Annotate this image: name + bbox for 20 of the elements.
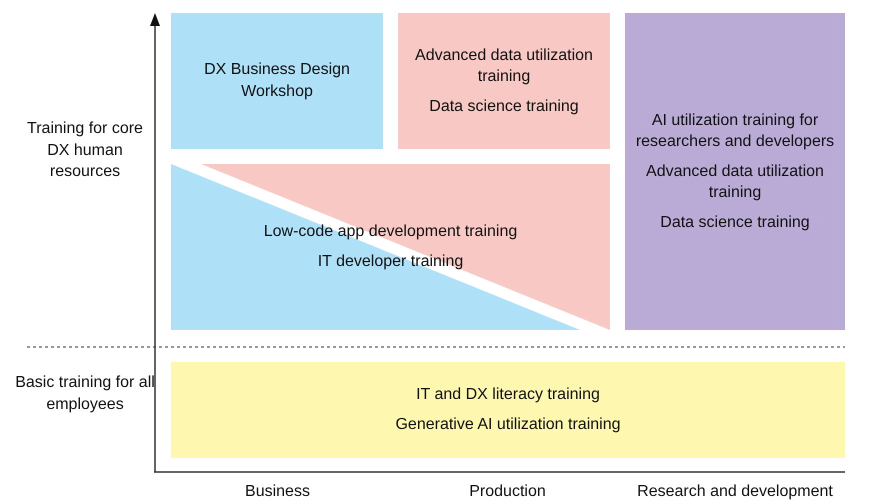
training-name: IT and DX literacy training (416, 385, 600, 406)
training-box (171, 362, 845, 458)
training-name: Advanced data utilization training (414, 46, 594, 88)
training-name: AI utilization training for researchers and developers (635, 110, 835, 152)
training-box (171, 13, 383, 149)
column-label: Research and development (636, 482, 834, 502)
training-name: IT developer training (318, 252, 464, 272)
training-name: Data science training (660, 212, 810, 233)
training-name: Advanced data utilization training (645, 162, 825, 204)
column-label: Business (244, 482, 311, 502)
training-name: Data science training (429, 96, 579, 117)
training-name: Generative AI utilization training (395, 415, 620, 435)
training-name: Low-code app development training (264, 222, 518, 242)
row-label: Training for core DX human resources (26, 119, 144, 182)
training-name: DX Business Design Workshop (203, 60, 351, 102)
training-box (398, 13, 610, 149)
split-training-band (171, 164, 610, 330)
training-box (625, 13, 845, 330)
row-label: Basic training for all employees (15, 373, 155, 415)
column-label: Production (468, 482, 547, 502)
